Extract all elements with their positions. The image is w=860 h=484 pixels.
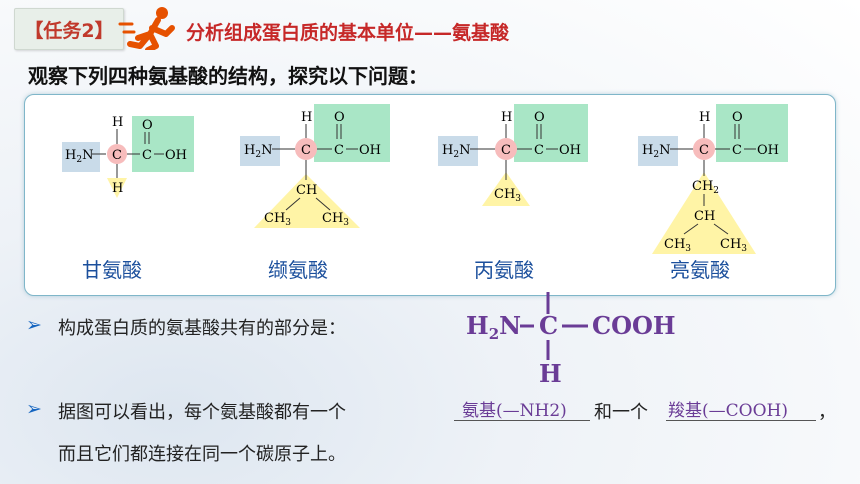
svg-text:H: H: [501, 110, 512, 125]
glycine-structure: H2N C H H C O OH: [62, 115, 194, 198]
answer-1-blank: [454, 420, 590, 421]
amino-group: H2N: [65, 148, 93, 165]
svg-text:C: C: [301, 143, 311, 158]
bullet-2-text-middle: 和一个: [594, 402, 648, 423]
svg-text:OH: OH: [757, 143, 779, 158]
svg-text:OH: OH: [559, 143, 581, 158]
page-title: 分析组成蛋白质的基本单位——氨基酸: [186, 22, 510, 44]
task-label: 【任务2】: [24, 20, 114, 42]
svg-text:H: H: [301, 110, 312, 125]
svg-text:O: O: [732, 110, 743, 125]
bullet-2-line-2: 而且它们都连接在同一个碳原子上。: [58, 444, 346, 465]
svg-text:OH: OH: [359, 143, 381, 158]
svg-text:C: C: [334, 143, 344, 158]
task-badge: 【任务2】: [14, 8, 124, 50]
svg-text:CH3: CH3: [494, 187, 521, 204]
svg-text:H2N: H2N: [466, 311, 521, 343]
bullet-2-text-before: 据图可以看出，每个氨基酸都有一个: [58, 402, 346, 423]
svg-text:CH: CH: [694, 209, 715, 224]
svg-text:H: H: [539, 359, 562, 386]
question-text: 观察下列四种氨基酸的结构，探究以下问题：: [28, 64, 428, 88]
running-man-icon: [118, 7, 175, 50]
svg-text:CH: CH: [296, 183, 317, 198]
amino-acid-structures: H2N C H H C O OH H2N C H C O OH CH CH3 C…: [62, 104, 788, 254]
svg-text:COOH: COOH: [592, 311, 676, 340]
r-group-h: H: [112, 181, 123, 196]
svg-text:C: C: [534, 143, 544, 158]
alpha-carbon: C: [112, 148, 122, 163]
bullet-arrow-icon: ➢: [26, 398, 42, 420]
answer-2: 羧基(—COOH): [668, 401, 788, 421]
svg-text:CH3: CH3: [664, 237, 691, 254]
answer-1: 氨基(—NH2): [462, 401, 567, 421]
svg-text:CH3: CH3: [264, 211, 291, 228]
svg-text:H2N: H2N: [442, 143, 470, 160]
alpha-hydrogen: H: [112, 115, 123, 130]
svg-text:O: O: [534, 110, 545, 125]
svg-text:CH3: CH3: [720, 237, 747, 254]
leucine-structure: H2N C H C O OH CH2 CH CH3 CH3: [638, 104, 788, 254]
svg-text:H: H: [699, 110, 710, 125]
svg-text:C: C: [732, 143, 742, 158]
svg-text:O: O: [334, 110, 345, 125]
svg-text:C: C: [142, 148, 152, 163]
bullet-1-text: 构成蛋白质的氨基酸共有的部分是：: [58, 318, 346, 339]
svg-text:O: O: [142, 118, 153, 133]
glycine-name: 甘氨酸: [82, 258, 142, 282]
svg-text:C: C: [501, 143, 511, 158]
svg-text:C: C: [539, 311, 558, 340]
leucine-name: 亮氨酸: [670, 258, 730, 282]
answer-2-blank: [666, 420, 816, 421]
valine-structure: H2N C H C O OH CH CH3 CH3: [240, 104, 390, 228]
svg-text:H2N: H2N: [244, 143, 272, 160]
bullet-2-text-end: ，: [818, 402, 836, 423]
svg-text:H2N: H2N: [642, 143, 670, 160]
svg-text:C: C: [699, 143, 709, 158]
svg-text:CH3: CH3: [322, 211, 349, 228]
bullet-arrow-icon: ➢: [26, 314, 42, 336]
svg-text:CH2: CH2: [692, 179, 719, 196]
valine-name: 缬氨酸: [268, 258, 328, 282]
alanine-name: 丙氨酸: [474, 258, 534, 282]
svg-text:OH: OH: [165, 148, 187, 163]
alanine-structure: H2N C H C O OH CH3: [438, 104, 588, 206]
common-structure: H2N C COOH H: [466, 292, 676, 386]
